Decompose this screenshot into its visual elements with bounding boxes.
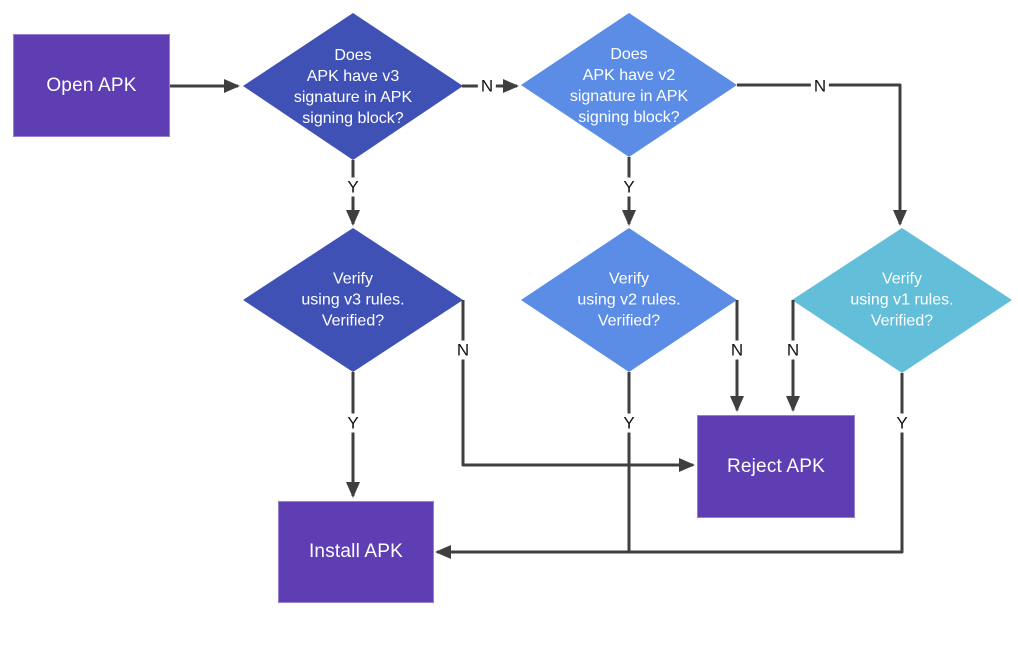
- edge-label-verifyv1-yes: Y: [893, 413, 911, 433]
- edge-label-qv3-no: N: [477, 76, 497, 96]
- diamond-verify-v1-shape: [792, 228, 1012, 373]
- edge-label-verifyv2-yes: Y: [620, 413, 638, 433]
- edge-label-verifyv1-no: N: [783, 340, 803, 360]
- edge-label-verifyv2-no: N: [727, 340, 747, 360]
- diamond-verify-v2-shape: [521, 228, 737, 372]
- diamond-verify-v3-shape: [243, 228, 463, 372]
- edge-label-verifyv3-yes: Y: [344, 413, 362, 433]
- diamond-q-v3-shape: [243, 13, 463, 160]
- node-install-apk: Install APK: [278, 501, 434, 603]
- edge-label-qv2-no: N: [810, 76, 830, 96]
- node-reject-apk: Reject APK: [697, 415, 855, 518]
- edge-label-verifyv3-no: N: [453, 340, 473, 360]
- edge-label-qv3-yes: Y: [344, 177, 362, 197]
- node-open-apk: Open APK: [13, 34, 170, 137]
- edge-label-qv2-yes: Y: [620, 177, 638, 197]
- open-apk-label: Open APK: [46, 74, 137, 96]
- diamond-q-v2-shape: [521, 13, 737, 157]
- edge-verifyv1-yes-to-install: [435, 373, 904, 559]
- edge-qv2-no-to-verifyv1: [737, 83, 907, 226]
- reject-apk-label: Reject APK: [726, 455, 826, 477]
- install-apk-label: Install APK: [308, 541, 404, 562]
